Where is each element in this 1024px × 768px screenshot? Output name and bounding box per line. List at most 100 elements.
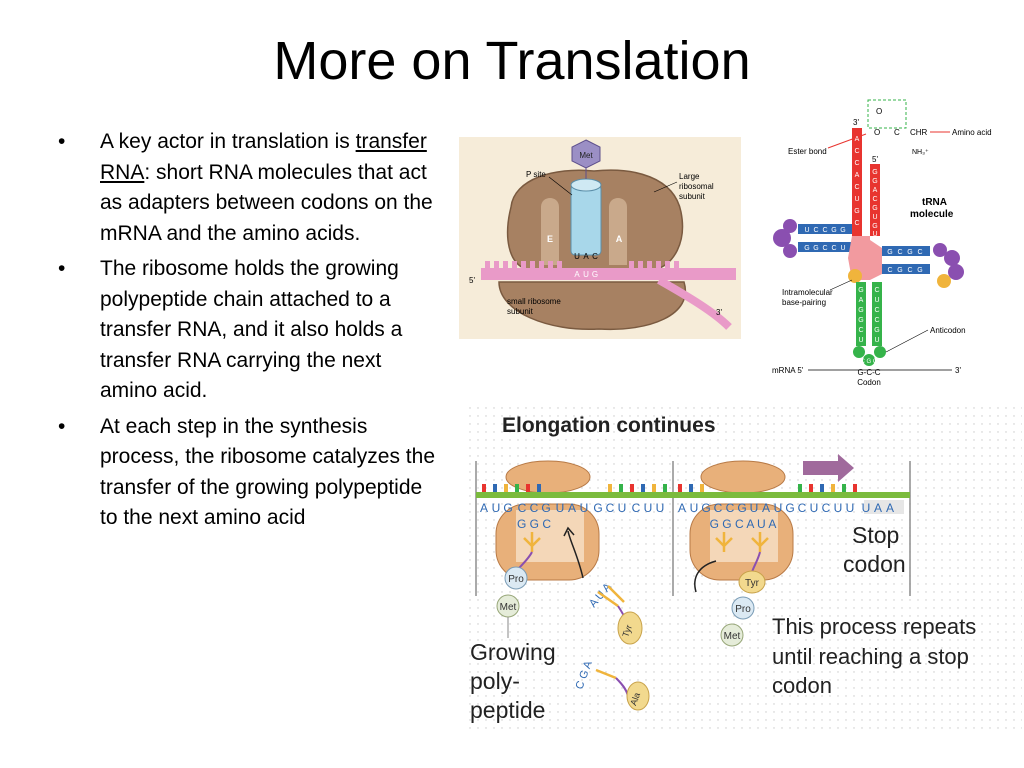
svg-text:G: G: [737, 501, 746, 515]
t-2: G: [907, 249, 912, 256]
acc-l-5: U: [854, 196, 859, 203]
met-label: Met: [579, 151, 593, 160]
a-site-label: A: [616, 234, 623, 244]
process-repeats-3: codon: [772, 673, 832, 698]
svg-text:U: U: [644, 501, 653, 515]
codon-a: A: [574, 270, 580, 279]
svg-text:U: U: [618, 501, 627, 515]
acc-l-0: A: [855, 136, 860, 143]
incoming-tyr-bead: [617, 611, 643, 645]
svg-text:U: U: [690, 501, 699, 515]
left-trna-anticodon: G G C: [517, 517, 551, 531]
svg-text:U: U: [556, 501, 565, 515]
svg-text:A: A: [678, 501, 686, 515]
bullet-text: A key actor in translation is: [100, 130, 356, 153]
svg-text:C: C: [632, 501, 641, 515]
acc-r-5: U: [872, 214, 877, 221]
process-repeats-1: This process repeats: [772, 614, 976, 639]
shift-arrow: [803, 454, 854, 482]
amino-acid-box: [867, 99, 907, 129]
p-site-leader: [548, 176, 573, 196]
anticodon-label: Anticodon: [930, 326, 966, 335]
anticodon-c: C: [592, 252, 598, 261]
t-3: C: [917, 249, 922, 256]
ac-l-3: G: [858, 317, 863, 324]
left-mrna-backbone: [476, 492, 673, 498]
growing-label-1: Growing: [470, 639, 556, 665]
stop-codon-label-2: codon: [843, 551, 906, 577]
ac-r-4: G: [874, 327, 879, 334]
svg-text:U: U: [656, 501, 665, 515]
mrna-strand: [481, 268, 736, 280]
acc-l-7: C: [854, 220, 859, 227]
svg-text:U: U: [774, 501, 783, 515]
bullet-text: : short RNA molecules that act as adapte…: [100, 160, 433, 245]
right-mrna-letters: A U G C C G U A U G C U C U U U A A: [678, 501, 894, 515]
acc-r-6: G: [872, 223, 877, 230]
right-trna-arm: [751, 551, 761, 573]
large-subunit-leader: [653, 181, 678, 193]
intramolecular-label-1: Intramolecular: [782, 288, 833, 297]
tp-0: C: [887, 267, 892, 274]
bullet-glyph: •: [58, 257, 66, 280]
right-mrna-ticks: [678, 484, 857, 492]
bullet-glyph: •: [58, 130, 66, 153]
svg-text:U: U: [580, 501, 589, 515]
mrna-label: mRNA 5': [772, 366, 804, 375]
acc-l-4: C: [854, 184, 859, 191]
anticodon-a: A: [583, 252, 589, 261]
ac-r-3: C: [874, 317, 879, 324]
svg-text:C: C: [606, 501, 615, 515]
intramolecular-leader: [829, 279, 853, 291]
d-3: G: [831, 227, 836, 234]
t-arm: [882, 243, 964, 288]
amino-acid-label: Amino acid: [952, 128, 992, 137]
process-repeats-2: until reaching a stop: [772, 644, 969, 669]
acc-r-7: U: [872, 231, 877, 238]
carbon-label: C: [894, 128, 900, 137]
svg-text:C: C: [518, 501, 527, 515]
slide-title: More on Translation: [273, 31, 751, 91]
right-met-label: Met: [724, 631, 741, 642]
bullet-glyph: •: [58, 414, 66, 438]
svg-text:U: U: [492, 501, 501, 515]
trna-top: [570, 178, 602, 192]
left-pro-bead: [504, 566, 528, 590]
bullet-list: •A key actor in translation is transfer …: [58, 127, 443, 539]
next-trna-shape: [595, 668, 617, 680]
mrna-bases: [485, 261, 679, 270]
svg-text:U: U: [862, 501, 871, 515]
codon-u: U: [583, 270, 589, 279]
ac-r-1: U: [874, 297, 879, 304]
large-subunit-label-2: ribosomal: [679, 182, 714, 191]
chr-label: CHR: [910, 128, 928, 137]
codon-g: G: [592, 270, 598, 279]
stop-codon-highlight: [864, 500, 904, 514]
svg-text:C: C: [726, 501, 735, 515]
acc-l-3: A: [855, 172, 860, 179]
incoming-tyr-label: Tyr: [620, 623, 634, 638]
left-trna-shape: [523, 532, 541, 552]
left-mrna-ticks: [482, 484, 667, 492]
growing-label-3: peptide: [470, 697, 545, 723]
trna-3prime-label: 3': [853, 118, 859, 127]
ac-l-0: G: [858, 287, 863, 294]
next-ala-bead: [626, 681, 650, 711]
mrna-tail: [657, 276, 732, 330]
svg-text:A: A: [568, 501, 576, 515]
right-large-subunit: [700, 460, 786, 494]
bullet-item: •A key actor in translation is transfer …: [58, 127, 443, 249]
d-0: U: [804, 227, 809, 234]
trna-diagram: 3' O O C CHR NH₃⁺ Amino acid Ester bond …: [760, 98, 1020, 390]
intramolecular-label-2: base-pairing: [782, 298, 826, 307]
ac-r-2: C: [874, 307, 879, 314]
mrna-3prime-label: 3': [955, 366, 961, 375]
ac-r-0: C: [874, 287, 879, 294]
acc-r-3: C: [872, 196, 877, 203]
svg-text:G: G: [541, 501, 550, 515]
d-arm: [773, 219, 852, 258]
dp-0: G: [804, 245, 809, 252]
svg-text:A: A: [886, 501, 894, 515]
trna-title-2: molecule: [910, 209, 954, 220]
p-site-label: P site: [526, 170, 546, 179]
